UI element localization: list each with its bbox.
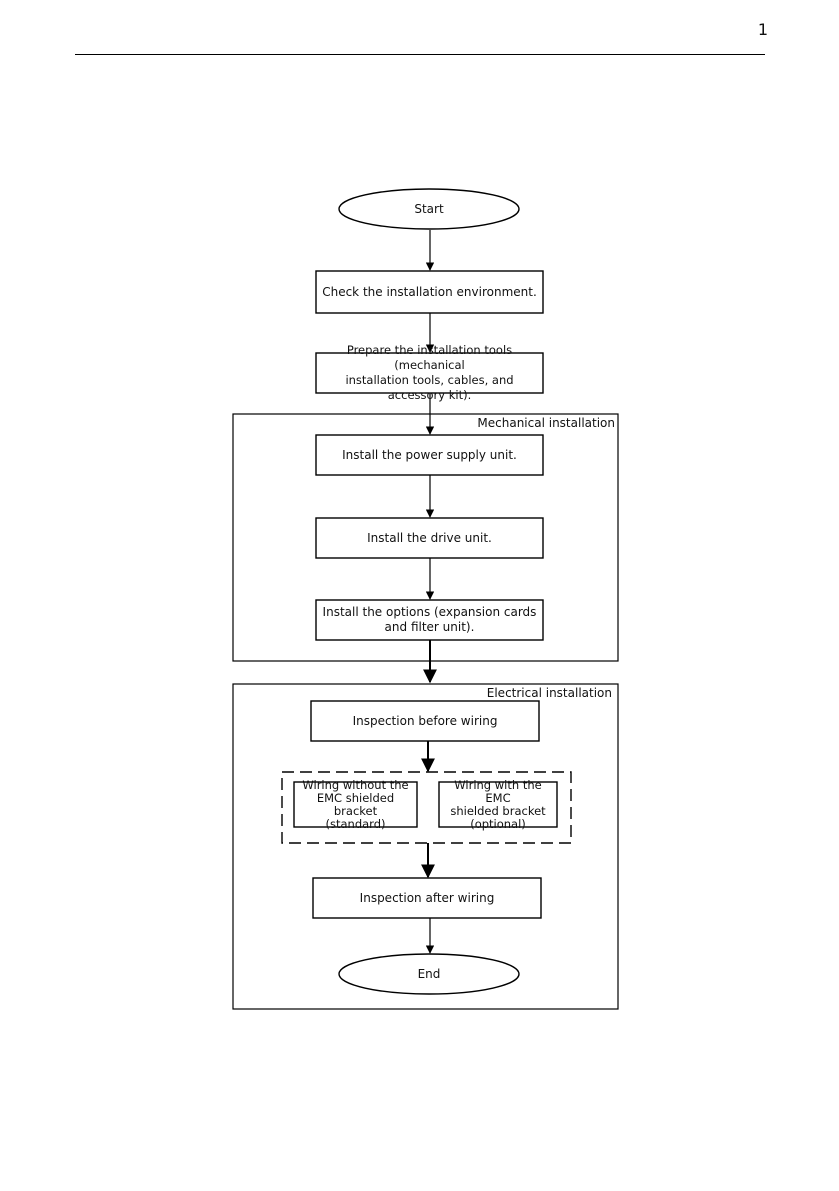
- mechanical-installation-label: Mechanical installation: [477, 416, 615, 430]
- check-environment-box: [315, 270, 544, 314]
- inspection-before-box: [310, 700, 540, 742]
- page-number: 1: [757, 20, 768, 39]
- inspection-before-step: Inspection before wiring: [352, 713, 498, 728]
- electrical-installation-label: Electrical installation: [486, 686, 612, 700]
- header-rule: [75, 54, 765, 55]
- with-bracket-box: [438, 781, 558, 828]
- inspection-after-step: Inspection after wiring: [359, 890, 495, 905]
- start-terminal: Start: [414, 201, 444, 216]
- wiring-with-bracket-option: Wiring with the EMC shielded bracket (op…: [450, 777, 546, 831]
- electrical-installation-frame: [232, 683, 619, 1010]
- power-supply-step: Install the power supply unit.: [342, 447, 517, 462]
- options-box: [315, 599, 544, 641]
- without-bracket-box: [293, 781, 418, 828]
- start-terminal-shape: [338, 188, 520, 230]
- drive-unit-box: [315, 517, 544, 559]
- power-supply-box: [315, 434, 544, 476]
- end-terminal: End: [417, 966, 441, 981]
- check-environment-step: Check the installation environment.: [322, 284, 537, 299]
- inspection-after-box: [312, 877, 542, 919]
- options-step: Install the options (expansion cards and…: [322, 605, 537, 634]
- prepare-tools-box: [315, 352, 544, 394]
- prepare-tools-step: Prepare the installation tools (mechanic…: [345, 343, 514, 402]
- mechanical-installation-frame: [232, 413, 619, 662]
- drive-unit-step: Install the drive unit.: [367, 530, 492, 545]
- wiring-without-bracket-option: Wiring without the EMC shielded bracket …: [302, 777, 409, 831]
- end-terminal-shape: [338, 953, 520, 995]
